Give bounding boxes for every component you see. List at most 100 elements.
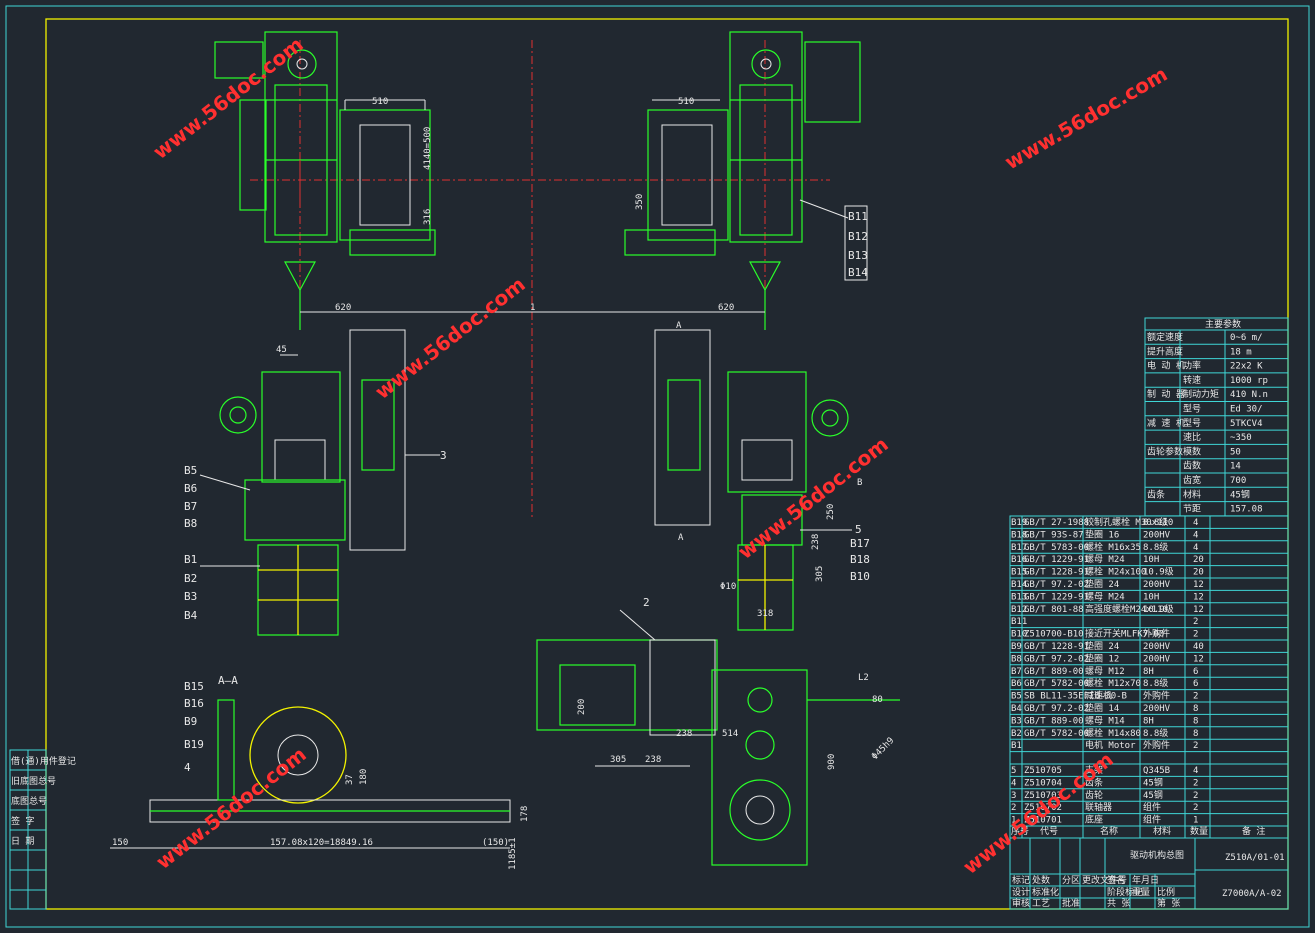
dim-305-a: 305 (815, 566, 825, 582)
bom-qty: 8 (1193, 716, 1198, 726)
tb-cell: 批准 (1062, 897, 1080, 909)
bom-no: B18 (1011, 530, 1027, 540)
tb-cell: 比例 (1157, 886, 1175, 898)
param-value: 18 m (1230, 347, 1252, 357)
bom-code: GB/T 97.2-02 (1024, 704, 1089, 714)
bom-code: GB/T 5783-00 (1024, 543, 1089, 553)
bom-qty: 12 (1193, 592, 1204, 602)
bom-material: 8H (1143, 667, 1154, 677)
balloon-b13: B13 (848, 249, 868, 262)
bom-code: Z510704 (1024, 778, 1062, 788)
bom-code: Z510702 (1024, 803, 1062, 813)
param-sub: 节距 (1183, 504, 1201, 515)
balloon-5: 5 (855, 523, 862, 536)
bom-material: 10.9级 (1143, 566, 1174, 578)
dim-1185: 1185±1 (508, 837, 518, 870)
bom-material: 组件 (1143, 801, 1161, 813)
bom-qty: 2 (1193, 803, 1198, 813)
watermark-text: www.56doc.com (151, 742, 310, 874)
param-value: 157.08 (1230, 505, 1263, 515)
tb-cell: 处数 (1032, 874, 1050, 886)
param-value: 14 (1230, 462, 1241, 472)
view-top-right: 510 350 B11 B12 B13 B14 (624, 31, 868, 330)
bom-header-mat: 材料 (1153, 825, 1171, 837)
bom-material: Q345B (1143, 766, 1170, 776)
balloon-1: 1 (530, 303, 535, 313)
bom-no: 1 (1011, 816, 1016, 826)
bom-code: SB BL11-35EFIB-30-B (1024, 692, 1127, 702)
balloon-b7: B7 (184, 500, 197, 513)
bom-no: B1 (1011, 741, 1022, 751)
dim-l2: L2 (858, 673, 869, 683)
dim-pitch: 157.08x120=18849.16 (270, 838, 373, 848)
balloon-b6: B6 (184, 482, 197, 495)
balloon-b14: B14 (848, 266, 868, 279)
bom-qty: 2 (1193, 692, 1198, 702)
bom-code: GB/T 93S-87 (1024, 530, 1084, 540)
bom-header-code: 代号 (1040, 826, 1058, 837)
param-value: 410 N.n (1230, 390, 1268, 400)
dim-238-a: 238 (811, 534, 821, 550)
param-sub: 齿数 (1183, 460, 1201, 472)
param-key: 提升高度 (1147, 345, 1183, 357)
bom-material: 8.8级 (1143, 516, 1168, 528)
bom-qty: 12 (1193, 654, 1204, 664)
param-value: 50 (1230, 447, 1241, 457)
balloon-3: 3 (440, 449, 447, 462)
balloon-b2: B2 (184, 572, 197, 585)
param-key: 齿条 (1147, 488, 1165, 500)
param-value: 0~6 m/ (1230, 333, 1263, 343)
balloon-b5: B5 (184, 464, 197, 477)
tb-cell: 分区 (1062, 875, 1080, 886)
title-block: 驱动机构总图 Z510A/01-01 Z7000A/A-02 标记 处数 分区 … (1009, 837, 1289, 910)
bom-code: GB/T 5782-00 (1024, 679, 1089, 689)
bom-material: 45钢 (1143, 776, 1163, 788)
bom-material: 200HV (1143, 642, 1171, 652)
bom-header-no: 序号 (1011, 825, 1029, 837)
bom-name: 螺母 M12 (1085, 666, 1125, 677)
bom-code: Z510703 (1024, 791, 1062, 801)
dim-238-c: 238 (676, 729, 692, 739)
bom-qty: 2 (1193, 778, 1198, 788)
section-aa-title: A—A (218, 674, 238, 687)
view-middle-right: A A B 250 238 305 318 Φ10 5 B17 B18 B10 (654, 321, 870, 631)
bom-name: 垫圈 24 (1085, 578, 1119, 590)
balloon-4: 4 (184, 761, 191, 774)
bom-no: 5 (1011, 766, 1016, 776)
param-sub: 速比 (1183, 431, 1201, 443)
watermark-text: www.56doc.com (1001, 62, 1172, 175)
param-value: 700 (1230, 476, 1246, 486)
strip-label: 借(通)用件登记 (11, 755, 76, 767)
bom-qty: 2 (1193, 791, 1198, 801)
bom-no: B14 (1011, 580, 1027, 590)
watermark-text: www.56doc.com (148, 32, 307, 164)
bom-code: GB/T 889-00 (1024, 716, 1084, 726)
balloon-b1: B1 (184, 553, 197, 566)
bom-name: 螺母 M24 (1085, 591, 1125, 602)
company-code: Z510A/01-01 (1225, 853, 1285, 863)
bom-material: 10H (1143, 555, 1159, 565)
dim-150: 150 (112, 838, 128, 848)
balloon-b10: B10 (850, 570, 870, 583)
dim-45: 45 (276, 345, 287, 355)
dim-4140: 4140=500 (423, 127, 433, 170)
bom-no: B4 (1011, 704, 1022, 714)
bom-no: B10 (1011, 630, 1027, 640)
tb-cell: 工艺 (1032, 898, 1050, 909)
bom-no: B9 (1011, 642, 1022, 652)
view-section-aa: A—A B15 B16 B9 B19 4 180 37 178 150 157.… (110, 674, 530, 870)
bom-name: 垫圈 16 (1085, 528, 1119, 540)
dim-238-b: 238 (645, 755, 661, 765)
mark-a-top: A (676, 321, 682, 331)
bom-no: 3 (1011, 791, 1016, 801)
view-bottom-right: 2 200 305 238 238 514 900 L2 80 Φ45h9 (536, 596, 900, 866)
dim-620-left: 620 (335, 303, 351, 313)
bom-material: 45钢 (1143, 789, 1163, 801)
bom-code: GB/T 97.2-02 (1024, 654, 1089, 664)
bom-qty: 4 (1193, 766, 1198, 776)
bom-qty: 1 (1193, 816, 1198, 826)
bom-qty: 20 (1193, 568, 1204, 578)
watermark-text: www.56doc.com (370, 272, 529, 404)
